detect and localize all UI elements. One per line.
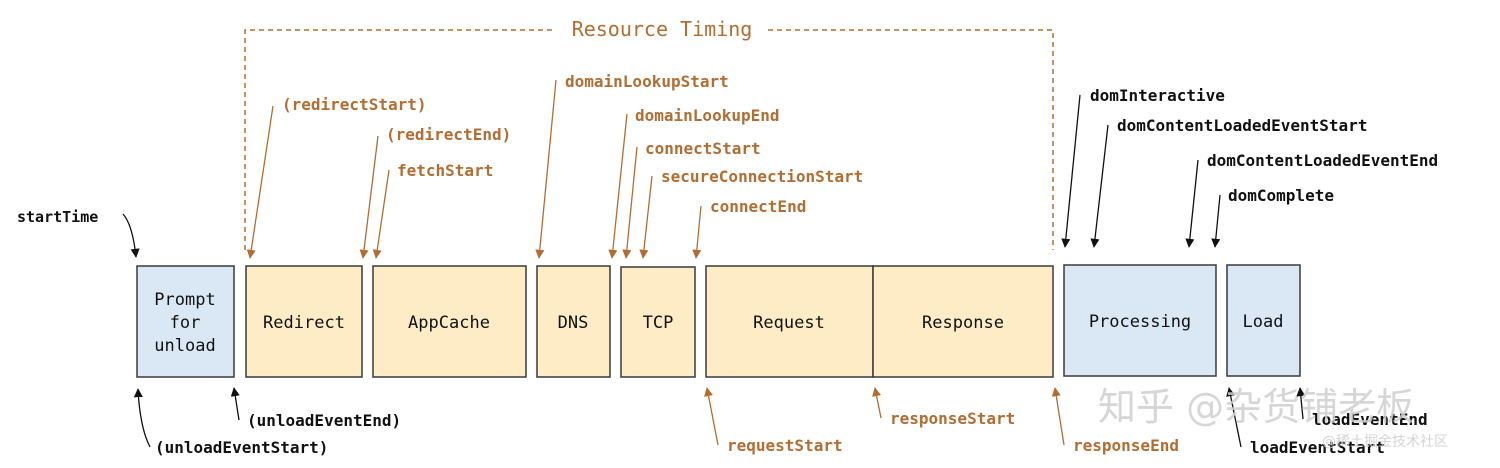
resource-timing-title: Resource Timing: [572, 17, 753, 41]
label-domainlookupend: domainLookupEnd: [635, 106, 780, 125]
label-secureconnectionstart: secureConnectionStart: [661, 167, 863, 186]
resource-timing-bracket: Resource Timing: [244, 17, 1054, 250]
arrow-unloadeventend: [230, 387, 240, 421]
label-dominteractive: domInteractive: [1090, 86, 1225, 105]
arrow-secureconnectionstart: [639, 175, 653, 259]
arrow-domainlookupend: [608, 113, 628, 259]
arrow-responseend: [1051, 387, 1065, 446]
phase-boxes: Prompt for unload Redirect AppCache DNS …: [136, 264, 1301, 378]
redirect-box: [245, 265, 363, 378]
label-redirectstart: (redirectStart): [282, 95, 427, 114]
response-box-label: Response: [922, 313, 1004, 333]
label-loadeventstart: loadEventStart: [1250, 438, 1385, 457]
arrow-loadeventstart: [1226, 387, 1242, 448]
request-box-label: Request: [753, 313, 825, 333]
label-starttime: startTime: [17, 208, 98, 226]
dns-box-label: DNS: [558, 313, 589, 333]
processing-box-label: Processing: [1089, 312, 1191, 332]
response-box: [872, 265, 1054, 378]
label-loadeventend: loadEventEnd: [1312, 410, 1428, 429]
prompt-box-line-3: unload: [154, 336, 215, 356]
label-connectstart: connectStart: [645, 139, 761, 158]
arrow-domcontentloadedeventstart: [1090, 124, 1109, 248]
appcache-box-label: AppCache: [408, 313, 490, 333]
label-domcontentloadedeventend: domContentLoadedEventEnd: [1207, 151, 1438, 170]
arrow-connectstart: [622, 146, 638, 259]
load-box: [1226, 264, 1301, 377]
watermark-zhihu: 知乎 @杂货铺老板: [1098, 385, 1414, 429]
label-unloadeventstart: (unloadEventStart): [155, 438, 328, 457]
label-responsestart: responseStart: [890, 409, 1015, 428]
prompt-box-line-1: Prompt: [154, 290, 215, 310]
arrow-loadeventend: [1296, 387, 1306, 420]
dns-box: [536, 265, 611, 378]
prompt-box-line-2: for: [170, 313, 201, 333]
tcp-box-label: TCP: [643, 313, 674, 333]
arrow-domcomplete: [1211, 194, 1221, 248]
label-unloadeventend: (unloadEventEnd): [247, 411, 401, 430]
arrow-domcontentloadedeventend: [1185, 159, 1199, 248]
prompt-for-unload-box: [136, 265, 235, 378]
redirect-box-label: Redirect: [263, 313, 345, 333]
label-requeststart: requestStart: [727, 436, 843, 455]
arrow-starttime: [122, 213, 140, 258]
arrow-redirectstart: [246, 105, 274, 259]
label-connectend: connectEnd: [710, 197, 806, 216]
arrow-redirectend: [359, 135, 379, 259]
tcp-box: [620, 266, 696, 378]
appcache-box: [372, 265, 527, 378]
watermark-juejin: @稀土掘金技术社区: [1322, 434, 1448, 450]
arrow-responsestart: [872, 387, 882, 419]
label-responseend: responseEnd: [1073, 436, 1179, 455]
request-box: [705, 265, 874, 378]
arrow-connectend: [692, 205, 702, 259]
label-fetchstart: fetchStart: [397, 161, 493, 180]
arrow-unloadeventstart: [133, 388, 151, 448]
load-box-label: Load: [1243, 312, 1284, 332]
arrow-domainlookupstart: [535, 79, 557, 259]
label-redirectend: (redirectEnd): [386, 125, 511, 144]
arrow-requeststart: [704, 387, 719, 446]
label-domcomplete: domComplete: [1228, 186, 1334, 205]
arrow-fetchstart: [372, 169, 390, 259]
label-domcontentloadedeventstart: domContentLoadedEventStart: [1117, 116, 1367, 135]
arrow-dominteractive: [1061, 94, 1081, 248]
label-domainlookupstart: domainLookupStart: [565, 72, 729, 91]
processing-box: [1063, 264, 1217, 377]
